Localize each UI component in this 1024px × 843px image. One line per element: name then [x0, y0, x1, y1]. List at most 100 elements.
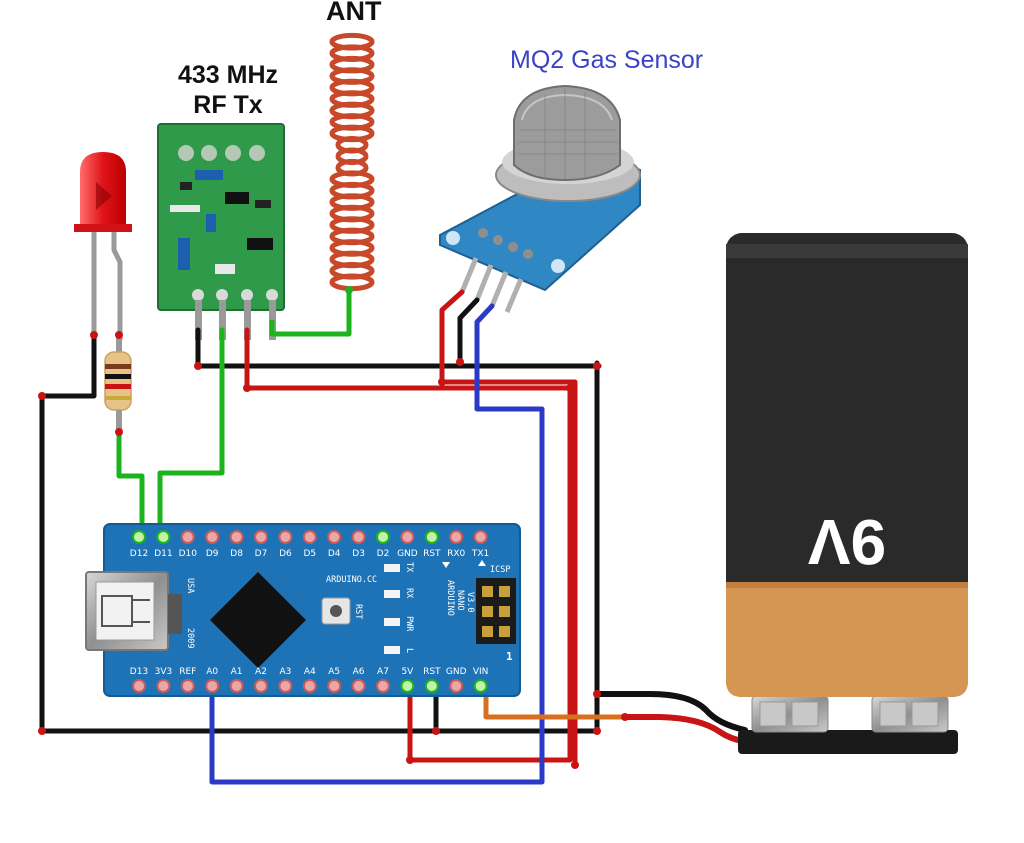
mq2-gas-sensor	[439, 84, 641, 313]
bottom-pin-hole	[180, 679, 195, 693]
wire-rf-data	[157, 327, 225, 533]
board-name-arduino: ARDUINO	[445, 580, 455, 616]
top-pin-hole	[229, 530, 244, 544]
pin1-mark: 1	[506, 650, 513, 663]
top-pin-label: D7	[255, 549, 268, 559]
top-pin-hole	[180, 530, 195, 544]
wire-rf-vcc	[244, 327, 573, 763]
red-led	[74, 152, 132, 340]
rf-tx-label-line1: 433 MHz	[177, 61, 279, 89]
bottom-pin-label: A3	[279, 667, 291, 677]
top-pin-hole	[254, 530, 268, 544]
arduino-nano: USA 2009 RST ARDUINO.CC TX RX PWR L ARDU…	[85, 523, 521, 697]
top-pin-label: D11	[154, 549, 172, 559]
battery-terminals	[751, 695, 949, 733]
bottom-pin-hole	[254, 679, 268, 693]
bottom-pin-label: RST	[423, 667, 441, 677]
top-pin-label: D10	[179, 549, 198, 559]
top-pin-hole	[205, 530, 220, 544]
rst-button-label: RST	[353, 604, 363, 619]
top-pin-hole	[449, 530, 464, 544]
battery-9v: 9V	[726, 233, 968, 754]
rf-transmitter-module	[157, 123, 285, 311]
led-label-tx: TX	[404, 562, 414, 573]
bottom-pin-label: A0	[206, 667, 218, 677]
board-name-nano: NANO	[455, 590, 465, 610]
bottom-pin-label: A5	[328, 667, 340, 677]
led-label-l: L	[404, 648, 414, 653]
arduino-cc-text: ARDUINO.CC	[326, 575, 377, 585]
bottom-pin-hole	[449, 679, 464, 693]
top-pin-hole	[132, 530, 146, 544]
top-pin-label: D5	[303, 549, 316, 559]
gas-sensor-label: MQ2 Gas Sensor	[510, 46, 704, 74]
icsp-header: ICSP 1	[476, 565, 516, 663]
top-pin-label: TX1	[471, 549, 489, 559]
wire-led-ground	[39, 332, 97, 734]
top-pin-hole	[278, 530, 293, 544]
top-pin-hole	[424, 530, 439, 544]
top-pin-label: GND	[397, 549, 418, 559]
top-pin-label: D3	[352, 549, 365, 559]
top-pin-hole	[473, 530, 488, 544]
antenna-label: ANT	[326, 0, 382, 26]
top-pin-hole	[156, 530, 171, 544]
antenna-coil-turn	[329, 273, 375, 292]
bottom-pin-hole	[132, 679, 146, 693]
bottom-pin-hole	[473, 679, 488, 693]
top-pin-label: D12	[130, 549, 148, 559]
wire-rf-ground	[195, 327, 602, 369]
wire-led-signal	[116, 429, 145, 533]
antenna-coil	[329, 32, 375, 292]
top-pin-hole	[302, 530, 317, 544]
board-name-version: V3.0	[465, 592, 475, 612]
bottom-pin-hole	[351, 679, 366, 693]
bottom-pin-hole	[156, 679, 171, 693]
wire-battery-red	[622, 714, 751, 745]
top-pin-label: D8	[230, 549, 243, 559]
rf-tx-label-line2: RF Tx	[193, 91, 263, 119]
year-text: 2009	[185, 628, 195, 648]
battery-label: 9V	[808, 506, 887, 578]
bottom-pin-hole	[278, 679, 293, 693]
bottom-pin-hole	[400, 679, 415, 693]
microcontroller-chip	[210, 572, 306, 668]
bottom-pin-label: A7	[377, 667, 389, 677]
rf-tx-label: 433 MHz RF Tx	[160, 60, 296, 120]
icsp-label: ICSP	[490, 565, 510, 575]
bottom-pin-hole	[205, 679, 220, 693]
wire-battery-black	[594, 691, 748, 733]
bottom-pin-label: A1	[231, 667, 243, 677]
bottom-pin-label: 3V3	[155, 667, 173, 677]
bottom-pin-label: A6	[353, 667, 365, 677]
resistor	[104, 335, 132, 432]
top-pin-hole	[351, 530, 366, 544]
top-pin-label: D4	[328, 549, 341, 559]
top-pin-label: RX0	[447, 549, 465, 559]
bottom-pin-hole	[376, 679, 390, 693]
top-pin-hole	[327, 530, 342, 544]
bottom-pin-hole	[302, 679, 317, 693]
top-pin-label: RST	[423, 549, 441, 559]
bottom-pin-hole	[229, 679, 244, 693]
wire-mq2-ground	[457, 297, 480, 365]
bottom-pin-label: 5V	[401, 667, 414, 677]
bottom-pin-label: GND	[446, 667, 467, 677]
usa-text: USA	[185, 578, 195, 593]
top-pin-hole	[400, 530, 415, 544]
led-label-rx: RX	[404, 588, 414, 599]
bottom-pin-label: D13	[130, 667, 148, 677]
wire-vin	[483, 685, 628, 720]
bottom-pin-hole	[327, 679, 342, 693]
bottom-pin-label: A4	[304, 667, 316, 677]
top-pin-label: D2	[377, 549, 390, 559]
bottom-pin-label: A2	[255, 667, 267, 677]
top-pin-label: D9	[206, 549, 219, 559]
status-leds: TX RX PWR L	[384, 562, 414, 654]
wire-mq2-analog	[209, 303, 545, 785]
wire-junctions	[38, 286, 629, 769]
led-label-pwr: PWR	[404, 616, 414, 632]
